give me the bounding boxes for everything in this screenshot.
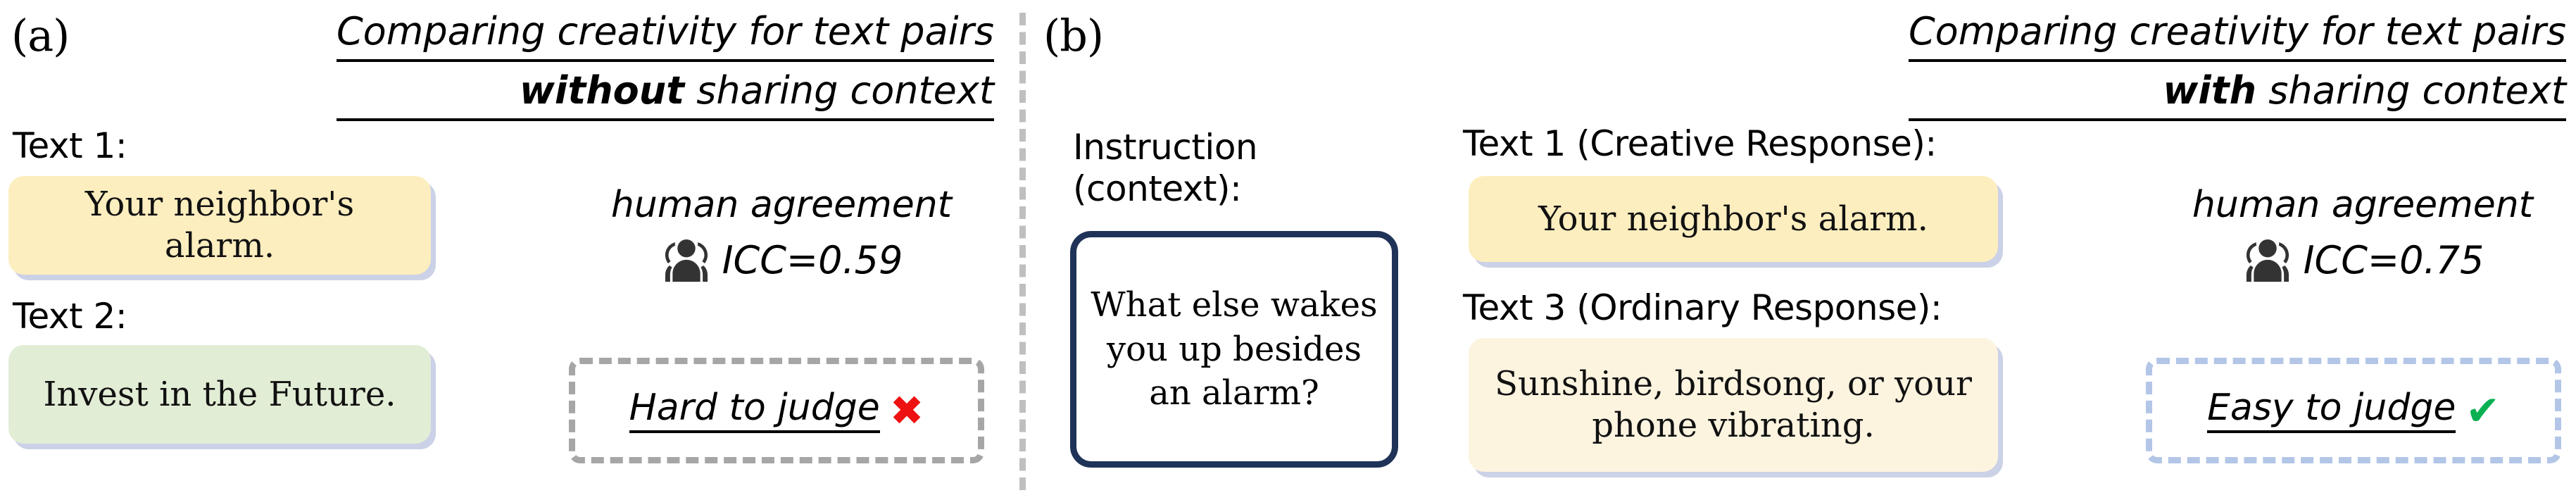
panel-b-text1-chip: Your neighbor's alarm. xyxy=(1469,176,1998,262)
panel-b-title: Comparing creativity for text pairs with… xyxy=(1908,7,2566,122)
panel-a-agreement: human agreement ICC=0.59 xyxy=(570,187,993,287)
panel-b-instruction-label-line-2: (context): xyxy=(1073,168,1242,209)
panel-b-verdict: Easy to judge ✔ xyxy=(2146,358,2561,463)
panel-b-title-line-2-rest: sharing context xyxy=(2256,68,2566,113)
panel-a-title-emphasis: without xyxy=(520,68,685,113)
panel-b-agreement: human agreement ICC=0.75 xyxy=(2159,187,2567,287)
panel-b-icc-value: ICC=0.75 xyxy=(2303,238,2484,282)
panel-a-title-line-2-rest: sharing context xyxy=(684,68,994,113)
panel-a-agreement-row: ICC=0.59 xyxy=(570,235,993,287)
panel-b-agreement-title: human agreement xyxy=(2192,184,2534,226)
panel-b-text3-label: Text 3 (Ordinary Response): xyxy=(1463,287,1942,328)
panel-b-text1-label: Text 1 (Creative Response): xyxy=(1463,123,1937,164)
panel-b-agreement-row: ICC=0.75 xyxy=(2159,235,2567,287)
panel-b-instruction-label-line-1: Instruction xyxy=(1073,127,1258,168)
panel-a-icc-value: ICC=0.59 xyxy=(722,238,903,282)
panel-b-verdict-text: Easy to judge xyxy=(2207,388,2456,433)
panel-a-verdict-text: Hard to judge xyxy=(629,388,880,433)
panel-a-title: Comparing creativity for text pairs with… xyxy=(336,7,994,122)
panel-b-title-emphasis: with xyxy=(2163,68,2257,113)
panel-b-instruction-label: Instruction (context): xyxy=(1073,127,1258,210)
panel-a-title-line-2: without sharing context xyxy=(336,66,994,122)
panel-b-title-line-2: with sharing context xyxy=(1908,66,2566,122)
panel-a: (a) Comparing creativity for text pairs … xyxy=(0,0,1019,500)
panel-a-letter: (a) xyxy=(11,10,70,61)
panel-a-verdict: Hard to judge ✖ xyxy=(569,358,984,463)
cross-mark-icon: ✖ xyxy=(889,387,924,435)
check-mark-icon: ✔ xyxy=(2465,387,2500,435)
panel-a-text2-chip: Invest in the Future. xyxy=(8,345,431,444)
people-group-icon xyxy=(2246,239,2289,282)
panel-divider xyxy=(1019,13,1026,490)
panel-a-text1-chip: Your neighbor's alarm. xyxy=(8,176,431,275)
panel-b-instruction-box: What else wakes you up besides an alarm? xyxy=(1070,231,1398,468)
people-group-icon xyxy=(665,239,708,282)
panel-a-text2-label: Text 2: xyxy=(13,296,127,337)
panel-b: (b) Comparing creativity for text pairs … xyxy=(1035,0,2576,500)
panel-b-text3-chip: Sunshine, birdsong, or your phone vibrat… xyxy=(1469,338,1998,472)
panel-b-title-line-1: Comparing creativity for text pairs xyxy=(1908,7,2566,63)
panel-b-letter: (b) xyxy=(1043,10,1104,61)
panel-a-agreement-title: human agreement xyxy=(610,184,953,226)
panel-a-text1-label: Text 1: xyxy=(13,125,127,166)
panel-a-title-line-1: Comparing creativity for text pairs xyxy=(336,7,994,63)
